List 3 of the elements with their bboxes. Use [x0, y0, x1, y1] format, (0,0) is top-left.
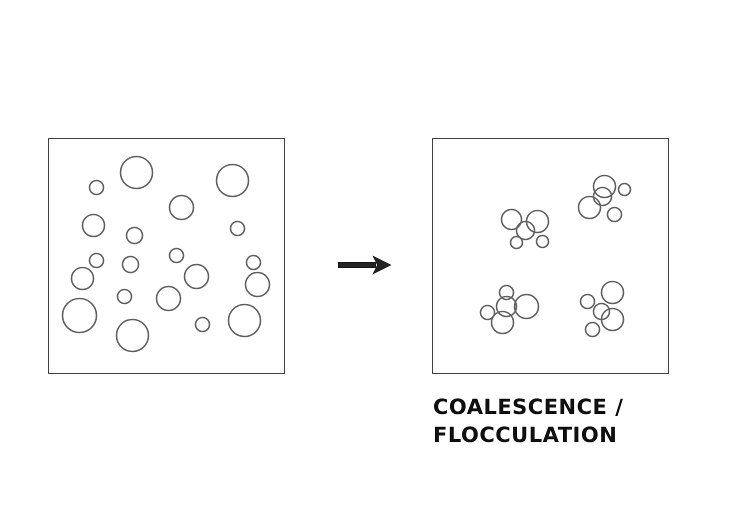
arrow — [338, 255, 392, 275]
sample-box — [48, 138, 285, 374]
node-label: COALESCENCE / FLOCCULATION — [433, 394, 624, 449]
